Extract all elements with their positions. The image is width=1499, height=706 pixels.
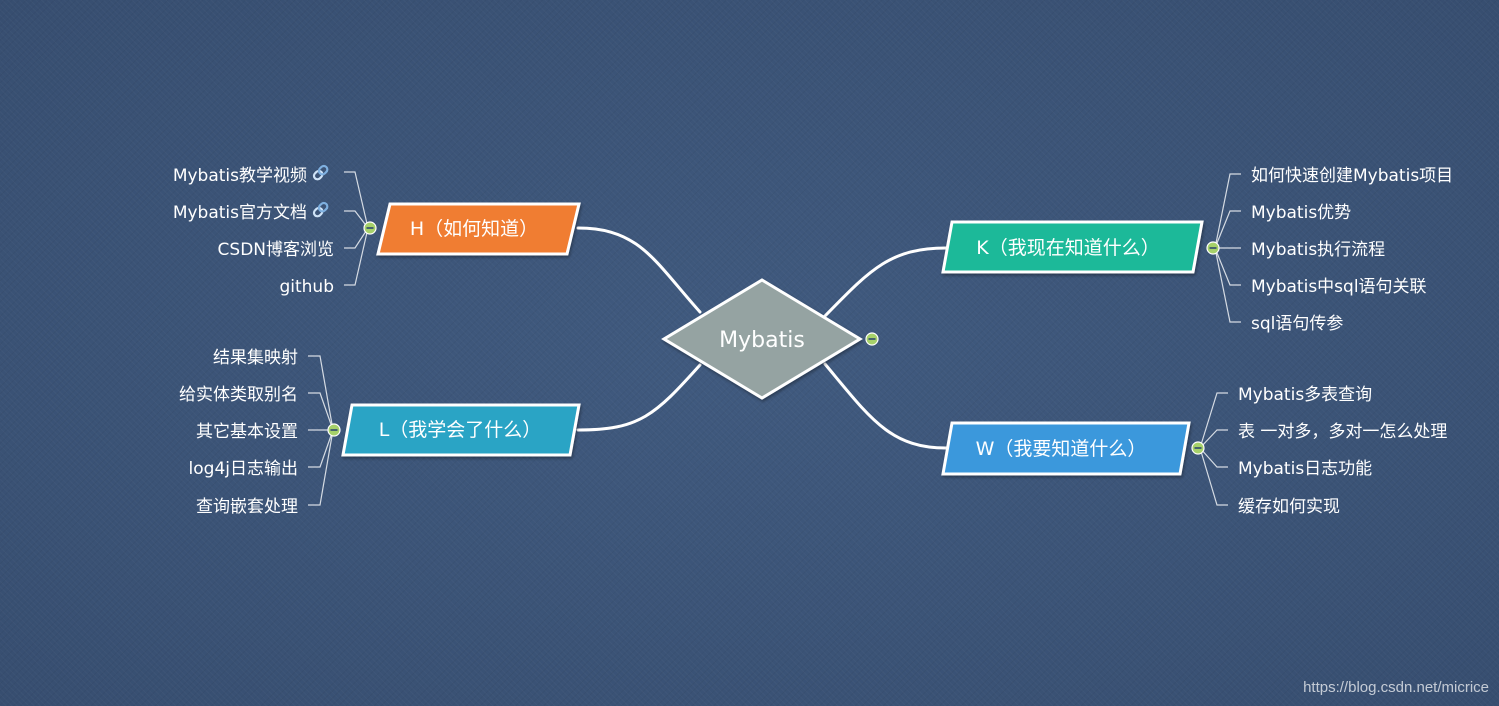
collapse-toggle-central[interactable] [865,332,879,346]
leaf-l-1[interactable]: 结果集映射 [213,348,298,368]
leaf-w-2[interactable]: 表 一对多，多对一怎么处理 [1238,422,1447,442]
leaf-h-4[interactable]: github [279,277,334,297]
h-bracket [344,171,369,286]
branch-h-node[interactable] [376,202,581,256]
connector-central-k [823,246,948,318]
leaf-k-2[interactable]: Mybatis优势 [1251,203,1351,223]
leaf-l-4[interactable]: log4j日志输出 [189,459,298,479]
leaf-k-3[interactable]: Mybatis执行流程 [1251,240,1385,260]
central-topic-label: Mybatis [719,328,805,353]
l-bracket [308,355,334,506]
connector-central-h [576,226,702,314]
leaf-l-2[interactable]: 给实体类取别名 [179,385,298,405]
leaf-w-3[interactable]: Mybatis日志功能 [1238,459,1372,479]
leaf-k-1[interactable]: 如何快速创建Mybatis项目 [1251,166,1453,186]
leaf-k-5[interactable]: sql语句传参 [1251,314,1343,334]
collapse-toggle-h[interactable] [363,221,377,235]
leaf-k-4[interactable]: Mybatis中sql语句关联 [1251,277,1427,297]
watermark: https://blog.csdn.net/micrice [1303,679,1489,696]
leaf-w-1[interactable]: Mybatis多表查询 [1238,385,1372,405]
branch-w-label: W（我要知道什么） [976,438,1147,460]
link-icon[interactable] [312,164,329,181]
leaf-h-3[interactable]: CSDN博客浏览 [218,240,334,260]
branch-l-label: L（我学会了什么） [379,419,542,441]
leaf-w-4[interactable]: 缓存如何实现 [1238,497,1340,517]
link-icon[interactable] [312,201,329,218]
leaf-connectors [308,171,1241,506]
connector-central-w [823,362,948,450]
branch-l-node[interactable] [341,403,581,457]
k-bracket [1214,173,1241,323]
collapse-toggle-w[interactable] [1191,441,1205,455]
branch-h-label: H（如何知道） [410,218,538,240]
collapse-toggle-k[interactable] [1206,241,1220,255]
branch-k-label: K（我现在知道什么） [976,237,1159,259]
w-bracket [1199,392,1228,506]
leaf-l-5[interactable]: 查询嵌套处理 [196,497,298,517]
branch-w-node[interactable] [941,421,1191,476]
connector-central-l [576,363,702,432]
collapse-toggle-l[interactable] [327,423,341,437]
branch-l-leaves: 结果集映射 给实体类取别名 其它基本设置 log4j日志输出 查询嵌套处理 [179,348,298,517]
branch-k-node[interactable] [941,220,1204,274]
branch-k-leaves: 如何快速创建Mybatis项目 Mybatis优势 Mybatis执行流程 My… [1251,166,1453,334]
leaf-l-3[interactable]: 其它基本设置 [196,422,298,442]
main-connectors [576,226,948,450]
leaf-h-2[interactable]: Mybatis官方文档 [173,203,307,223]
leaf-h-1[interactable]: Mybatis教学视频 [173,166,307,186]
branch-w-leaves: Mybatis多表查询 表 一对多，多对一怎么处理 Mybatis日志功能 缓存… [1238,385,1447,517]
central-topic[interactable] [661,278,863,400]
branch-h-leaves: Mybatis教学视频 Mybatis官方文档 CSDN博客浏览 github [173,164,334,297]
